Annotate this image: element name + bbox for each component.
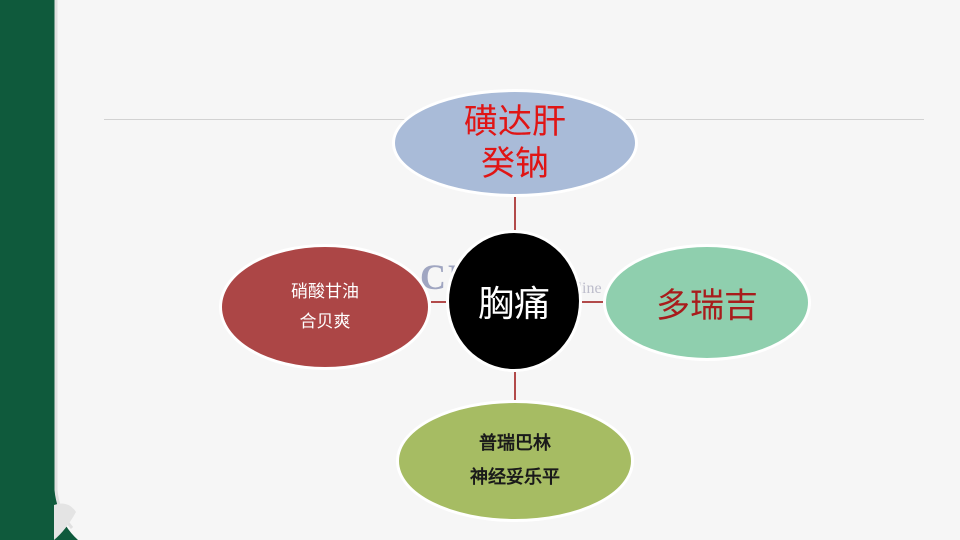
- node-right-label: 多瑞吉: [656, 286, 758, 326]
- node-left-line2: 合贝爽: [299, 312, 351, 332]
- node-center-label: 胸痛: [477, 284, 550, 325]
- node-left: 硝酸甘油 合贝爽: [219, 244, 431, 370]
- node-right: 多瑞吉: [603, 244, 811, 361]
- page-curl-decoration: [48, 0, 78, 540]
- node-top: 磺达肝 癸钠: [392, 89, 638, 197]
- node-left-line1: 硝酸甘油: [291, 282, 359, 302]
- node-bottom-line2: 神经妥乐平: [470, 467, 560, 488]
- node-bottom: 普瑞巴林 神经妥乐平: [396, 400, 634, 522]
- node-top-line1: 磺达肝: [464, 102, 566, 142]
- node-bottom-line1: 普瑞巴林: [479, 433, 551, 454]
- node-center: 胸痛: [446, 230, 582, 372]
- node-top-line2: 癸钠: [481, 144, 549, 184]
- sidebar-band: [0, 0, 56, 540]
